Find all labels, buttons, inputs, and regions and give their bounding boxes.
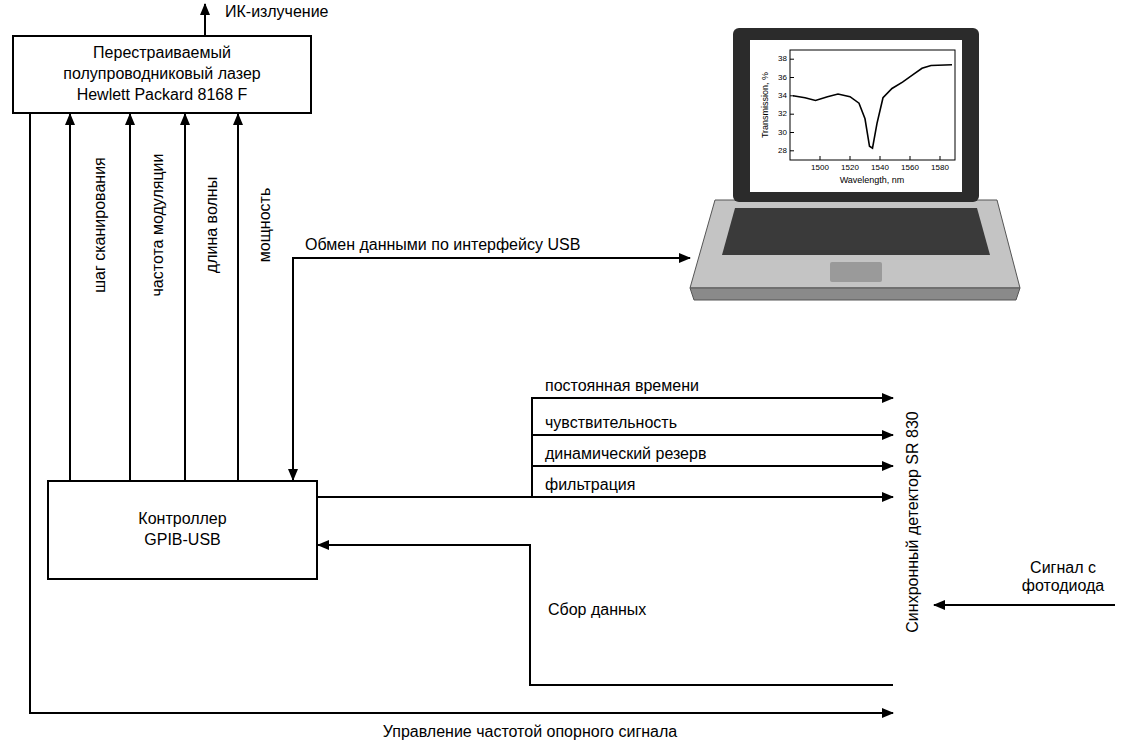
edge-label: Управление частотой опорного сигнала	[383, 723, 677, 741]
connector-arrow	[184, 114, 186, 480]
laptop-lid	[733, 28, 979, 202]
node-text: Контроллер GPIB-USB	[123, 509, 243, 551]
laptop-screen	[750, 40, 962, 192]
edge-label: длина волны	[203, 177, 221, 273]
tick-label: 1540	[871, 164, 889, 173]
tick-label: 36	[778, 73, 787, 82]
controller-box: Контроллер GPIB-USB	[47, 480, 318, 580]
connector-arrow	[237, 114, 239, 480]
tick-label: 1500	[811, 164, 829, 173]
connector-arrow	[318, 466, 893, 497]
edge-label: Обмен данными по интерфейсу USB	[305, 236, 580, 254]
edge-label: чувствительность	[545, 414, 677, 432]
tick-label: 1580	[931, 164, 949, 173]
axis-title: Wavelength, nm	[840, 176, 905, 186]
connector-arrow	[318, 545, 893, 685]
tick-label: 30	[778, 128, 787, 137]
connector-arrow	[318, 496, 893, 498]
transmission-curve	[793, 65, 952, 148]
axis-title: Transmission, %	[761, 72, 771, 138]
tick-label: 34	[778, 92, 787, 101]
laptop-front	[690, 288, 1020, 300]
edge-label: динамический резерв	[545, 445, 706, 463]
node-text: Синхронный детектор SR 830	[904, 411, 922, 632]
connector-arrow	[30, 114, 893, 713]
ir-output-arrow	[204, 4, 206, 35]
output-label: ИК-излучение	[225, 3, 328, 21]
node-text: Перестраиваемый полупроводниковый лазер …	[40, 43, 284, 105]
tick-label: 32	[778, 110, 787, 119]
edge-label: частота модуляции	[149, 154, 167, 297]
laptop-touchpad	[830, 262, 882, 282]
connectors	[30, 114, 893, 713]
laptop-base	[690, 200, 1020, 288]
laptop: Transmission, % Wavelength, nm 1500 1520 154…	[690, 30, 1020, 305]
edge-label: постоянная времени	[545, 377, 699, 395]
plot-ticks	[790, 59, 940, 160]
laser-box: Перестраиваемый полупроводниковый лазер …	[12, 35, 312, 114]
plot-frame	[790, 50, 955, 160]
connector-arrow	[318, 398, 893, 497]
edge-label: Сбор данных	[548, 601, 646, 619]
connector-arrow	[69, 114, 71, 480]
laptop-keyboard	[722, 208, 990, 255]
tick-label: 1520	[841, 164, 859, 173]
tick-label: 28	[778, 147, 787, 156]
photodiode-input-arrow	[934, 604, 1115, 606]
tick-label: 38	[778, 55, 787, 64]
edge-label: шаг сканирования	[91, 157, 109, 293]
tick-label: 1560	[901, 164, 919, 173]
lock-in-box: Синхронный детектор SR 830	[893, 322, 933, 722]
edge-label: фильтрация	[545, 476, 635, 494]
connector-arrow	[318, 435, 893, 497]
edge-label: мощность	[256, 188, 274, 262]
input-label: Сигнал с фотодиода	[1016, 559, 1111, 596]
connector-arrow	[129, 114, 131, 480]
